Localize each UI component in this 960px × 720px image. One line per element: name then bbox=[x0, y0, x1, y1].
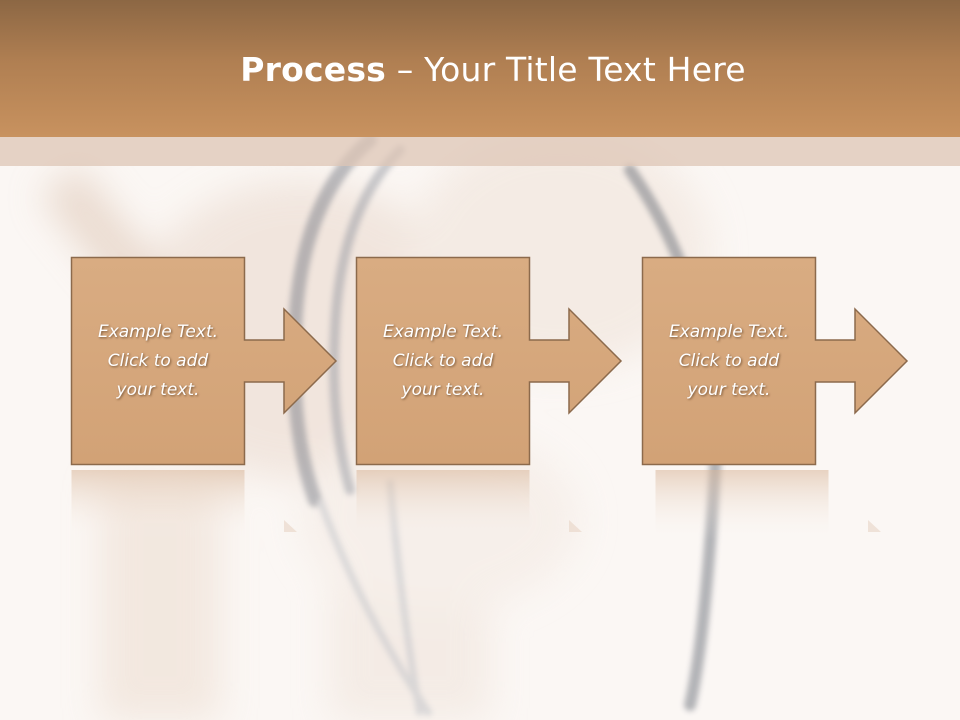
step-2-text[interactable]: Example Text. Click to add your text. bbox=[382, 321, 504, 400]
title-bar bbox=[0, 0, 960, 137]
process-step-1[interactable]: Example Text. Click to add your text. bbox=[70, 256, 415, 466]
arrow-shape bbox=[70, 256, 338, 466]
step-2-reflection bbox=[356, 470, 582, 540]
step-3-text[interactable]: Example Text. Click to add your text. bbox=[668, 321, 790, 400]
title-bold-text: Process bbox=[240, 50, 387, 89]
arrow-shape bbox=[641, 256, 909, 466]
step-1-reflection bbox=[71, 470, 297, 540]
process-step-3[interactable]: Example Text. Click to add your text. bbox=[641, 256, 960, 466]
step-1-text[interactable]: Example Text. Click to add your text. bbox=[97, 321, 219, 400]
slide-title[interactable]: Process – Your Title Text Here bbox=[0, 50, 960, 89]
title-bar-band bbox=[0, 137, 960, 166]
title-rest-text: – Your Title Text Here bbox=[386, 50, 746, 89]
process-step-2[interactable]: Example Text. Click to add your text. bbox=[355, 256, 700, 466]
arrow-shape bbox=[355, 256, 623, 466]
step-3-reflection bbox=[655, 470, 881, 540]
